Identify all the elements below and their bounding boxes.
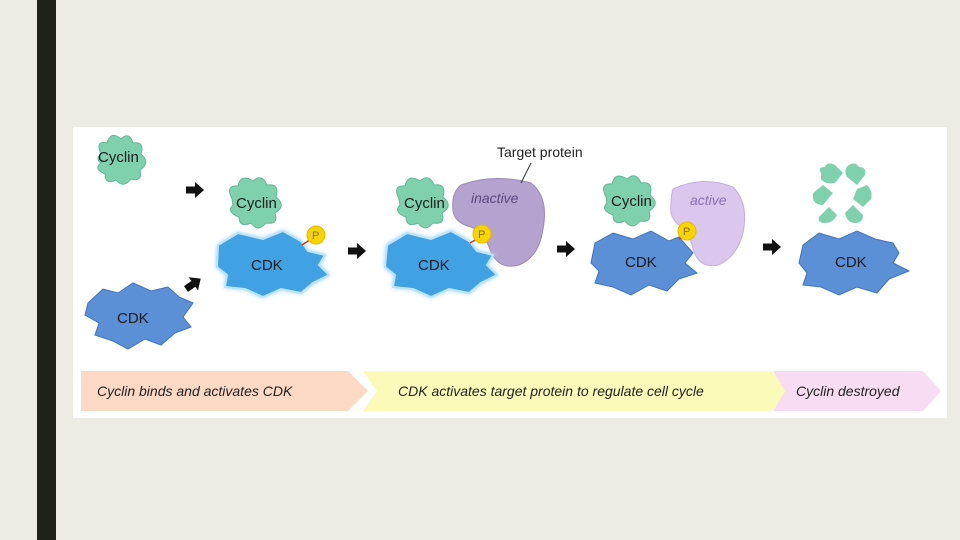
cdk-active-1: CDK [215, 229, 331, 299]
phosphate-label-3: P [683, 226, 690, 238]
inactive-label: inactive [471, 190, 519, 206]
cyclin-free: Cyclin [97, 134, 147, 185]
arrow-right-icon [186, 182, 204, 198]
target-protein-inactive: inactive [452, 177, 545, 267]
stage-label-1: Cyclin binds and activates CDK [97, 383, 293, 399]
cdk-label-2: CDK [251, 257, 283, 274]
target-protein-callout: Target protein [497, 144, 583, 184]
cdk-label-3: CDK [418, 257, 450, 274]
target-protein-active: active [670, 181, 746, 267]
cdk-label-1: CDK [117, 310, 149, 327]
cyclin-bound-1: Cyclin [229, 177, 282, 229]
cdk-free: CDK [84, 282, 194, 350]
cyclin-bound-3: Cyclin [603, 175, 656, 227]
target-protein-label: Target protein [497, 144, 583, 160]
cyclin-label-4: Cyclin [611, 193, 652, 210]
phosphate-3: P [677, 221, 697, 241]
cdk-active-2: CDK [383, 229, 499, 299]
stage-label-3: Cyclin destroyed [796, 383, 901, 399]
cyclin-label-2: Cyclin [236, 195, 277, 212]
cdk-inactive-2: CDK [798, 230, 911, 296]
stage-band-3: Cyclin destroyed [773, 371, 941, 411]
cyclin-cdk-diagram: Cyclin binds and activates CDK CDK activ… [73, 127, 947, 418]
arrow-right-icon [557, 241, 575, 257]
phosphate-1: P [301, 225, 326, 246]
stage-label-2: CDK activates target protein to regulate… [398, 383, 704, 399]
stage-band-2: CDK activates target protein to regulate… [363, 371, 791, 411]
phosphate-label-2: P [478, 229, 485, 241]
cyclin-label-1: Cyclin [98, 149, 139, 166]
arrow-right-icon [348, 243, 366, 259]
left-accent-bar [37, 0, 56, 540]
stage-band-1: Cyclin binds and activates CDK [81, 371, 368, 411]
cyclin-bound-2: Cyclin [396, 177, 449, 229]
phosphate-2: P [469, 224, 492, 244]
phosphate-label-1: P [312, 230, 319, 242]
cyclin-label-3: Cyclin [404, 195, 445, 212]
active-label: active [690, 192, 727, 208]
cyclin-fragments [813, 163, 872, 223]
cdk-label-4: CDK [625, 254, 657, 271]
diagram-canvas: Cyclin binds and activates CDK CDK activ… [81, 134, 941, 411]
cdk-inactive-1: CDK [590, 230, 699, 296]
arrow-up-right-icon [181, 272, 206, 296]
arrow-right-icon [763, 239, 781, 255]
cdk-label-5: CDK [835, 254, 867, 271]
